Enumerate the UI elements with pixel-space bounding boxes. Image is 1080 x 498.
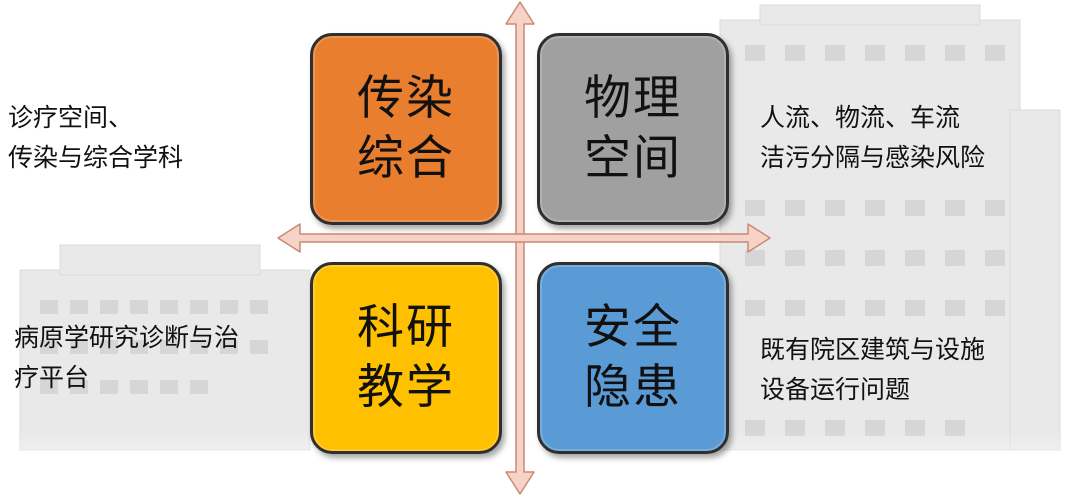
horizontal-double-arrow <box>277 223 771 253</box>
tile-label-line: 传染 <box>357 71 455 126</box>
description-line: 病原学研究诊断与治 <box>14 323 240 352</box>
tile-physical-space: 物理 空间 <box>537 33 729 225</box>
tile-infectious-comprehensive: 传染 综合 <box>310 33 502 225</box>
tile-label-line: 安全 <box>584 300 682 355</box>
tile-safety-hazards: 安全 隐患 <box>537 262 729 454</box>
tile-label-line: 空间 <box>584 131 682 186</box>
description-line: 人流、物流、车流 <box>760 103 961 132</box>
description-top-right: 人流、物流、车流 洁污分隔与感染风险 <box>760 98 985 178</box>
description-top-left: 诊疗空间、 传染与综合学科 <box>8 98 183 178</box>
description-line: 洁污分隔与感染风险 <box>760 143 986 172</box>
description-bottom-right: 既有院区建筑与设施 设备运行问题 <box>760 330 985 410</box>
description-line: 疗平台 <box>14 363 90 392</box>
tile-label-line: 教学 <box>357 360 455 415</box>
tile-label-line: 科研 <box>357 300 455 355</box>
description-line: 诊疗空间、 <box>8 103 134 132</box>
tile-label-line: 隐患 <box>584 360 682 415</box>
description-line: 既有院区建筑与设施 <box>760 335 986 364</box>
description-bottom-left: 病原学研究诊断与治 疗平台 <box>14 318 239 398</box>
vertical-double-arrow <box>505 1 535 495</box>
tile-research-teaching: 科研 教学 <box>310 262 502 454</box>
tile-label-line: 综合 <box>357 131 455 186</box>
description-line: 设备运行问题 <box>760 375 911 404</box>
description-line: 传染与综合学科 <box>8 143 184 172</box>
tile-label-line: 物理 <box>584 71 682 126</box>
